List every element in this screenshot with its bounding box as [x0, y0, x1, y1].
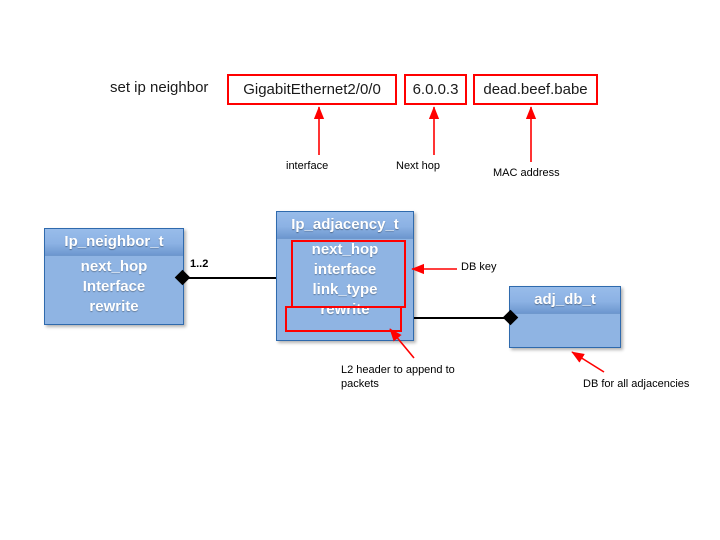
annotation-mac-address: MAC address — [493, 167, 560, 179]
field-interface: interface — [313, 261, 377, 278]
arrow-db-for-all-adjacencies — [571, 351, 605, 373]
class-title-adj-db: adj_db_t — [510, 287, 620, 314]
annotation-l2-header: L2 header to append to packets — [341, 364, 455, 390]
command-field-next-hop[interactable]: 6.0.0.3 — [404, 74, 467, 105]
field-next-hop: next_hop — [80, 258, 148, 275]
connector-neighbor-adjacency — [184, 277, 276, 279]
field-rewrite: rewrite — [320, 301, 370, 318]
class-fields-ip-neighbor: next_hop Interface rewrite — [45, 256, 183, 317]
field-link-type: link_type — [312, 281, 378, 298]
annotation-db-key: DB key — [461, 261, 497, 273]
command-field-mac[interactable]: dead.beef.babe — [473, 74, 598, 105]
command-field-interface[interactable]: GigabitEthernet2/0/0 — [227, 74, 397, 105]
annotation-db-for-all-adjacencies: DB for all adjacencies — [583, 378, 690, 390]
field-next-hop: next_hop — [311, 241, 379, 258]
annotation-interface: interface — [286, 160, 329, 172]
connector-adjacency-adjdb — [414, 317, 511, 319]
command-label: set ip neighbor — [110, 79, 209, 96]
class-box-adj-db[interactable]: adj_db_t — [509, 286, 621, 348]
annotation-next-hop: Next hop — [396, 160, 441, 172]
highlight-rewrite-field — [285, 306, 402, 332]
class-fields-adj-db — [510, 314, 620, 315]
class-box-ip-neighbor[interactable]: Ip_neighbor_t next_hop Interface rewrite — [44, 228, 184, 325]
field-interface: Interface — [82, 278, 146, 295]
class-title-ip-adjacency: Ip_adjacency_t — [277, 212, 413, 239]
multiplicity-label: 1..2 — [190, 258, 209, 270]
field-rewrite: rewrite — [89, 298, 139, 315]
class-title-ip-neighbor: Ip_neighbor_t — [45, 229, 183, 256]
highlight-db-key-fields — [291, 240, 406, 308]
